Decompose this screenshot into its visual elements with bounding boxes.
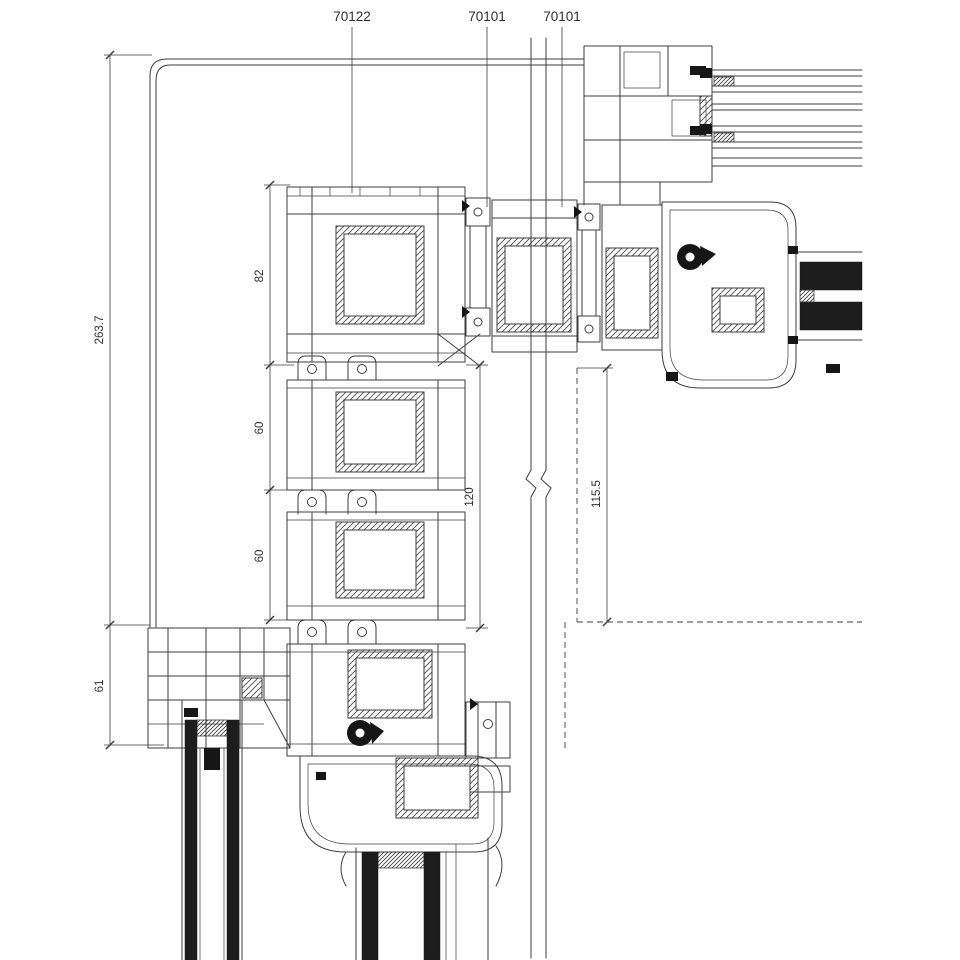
lower-coupling-clip <box>465 698 511 793</box>
part-label-leaders <box>351 27 563 207</box>
bottom-sash-profile <box>299 720 503 853</box>
coupling-profile-b <box>574 203 601 343</box>
dim-overall-height: 263.7 <box>94 316 106 345</box>
dashed-reference-lines <box>564 368 862 752</box>
bottom-glazing-unit <box>340 837 503 960</box>
mullion-column-section-2 <box>286 355 466 491</box>
section-cut-lines <box>525 37 552 959</box>
left-glazing-unit <box>181 699 243 960</box>
part-label-70101-b: 70101 <box>543 9 581 24</box>
right-glazing-unit <box>788 246 863 344</box>
dim-top-segment: 82 <box>254 270 266 283</box>
coupler-profile-70101 <box>491 199 578 353</box>
dim-offset-span: 115.5 <box>591 480 603 508</box>
dimension-115-5 <box>577 363 613 627</box>
top-glazing-unit <box>700 68 863 167</box>
mullion-column-section-3 <box>286 489 466 621</box>
sash-profile-right <box>661 201 840 389</box>
dim-sill-height: 61 <box>94 680 106 693</box>
coupling-profile-a <box>462 197 491 337</box>
dim-inner-span: 120 <box>464 487 476 506</box>
dimension-120 <box>466 360 488 633</box>
dimension-chain-mullion <box>264 180 294 625</box>
mullion-profile-70122 <box>286 186 481 367</box>
dim-mid-segment-b: 60 <box>254 550 266 563</box>
frame-profile-right <box>601 204 663 351</box>
part-label-70101-a: 70101 <box>468 9 506 24</box>
labels-and-dimension-text: 70122 70101 70101 263.7 61 82 60 60 120 … <box>94 9 603 692</box>
dim-mid-segment-a: 60 <box>254 422 266 435</box>
wall-boundary-line <box>149 58 585 628</box>
part-label-70122: 70122 <box>333 9 371 24</box>
dimension-chain-left <box>104 50 164 750</box>
mullion-column-section-bottom <box>286 619 466 757</box>
head-frame-profile <box>583 45 713 206</box>
